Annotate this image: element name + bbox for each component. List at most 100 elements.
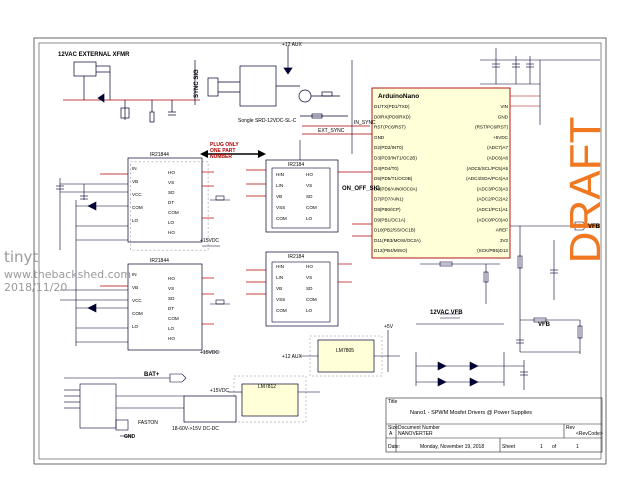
driver-pin: LO [132, 324, 139, 329]
driver-pin: VCC [132, 298, 142, 303]
driver-pin: HIN [276, 264, 284, 269]
title-text: Nano1 - SPWM Mosfet Drivers @ Power Supp… [410, 410, 533, 416]
aux-label-top: +12 AUX [282, 42, 303, 48]
driver-pin: SD [306, 286, 313, 291]
driver-u5 [265, 251, 339, 327]
driver-pin: VB [132, 179, 138, 184]
sheet-label: Sheet [502, 444, 516, 450]
driver-pin: HO [168, 230, 175, 235]
lm7812-label: LM7812 [258, 384, 276, 390]
vfb-label-2: VFB [538, 322, 551, 328]
on-off-label: ON_OFF_SIG [342, 186, 380, 192]
driver-pin: LIN [276, 183, 283, 188]
driver-pin: COM [306, 297, 317, 302]
sync-sig-label: SYNC SIG [194, 69, 200, 98]
driver-pin: COM [276, 308, 287, 313]
arduino-left-pin: D12(PB4/MISO) [374, 248, 408, 253]
arduino-left-pin: D9(PB1/OC1A) [374, 217, 406, 222]
arduino-right-pin: (ADC7)A7 [487, 145, 508, 150]
driver-pin: HO [168, 336, 175, 341]
size-value: A [389, 431, 393, 437]
arduino-right-pin: 3V3 [500, 238, 509, 243]
arduino-right-pin: VIN [500, 104, 508, 109]
driver-pins: INVBVCCCOMLOINVBVCCCOMLOHINLINVBVSSCOMHI… [132, 166, 317, 341]
arduino-left-pin: D3(PD3/INT1/OC2B) [374, 156, 417, 161]
top-right-caps [480, 48, 540, 85]
driver-pin: VB [132, 285, 138, 290]
driver-pin: VS [168, 286, 174, 291]
watermark-url: www.thebackshed.com [4, 268, 132, 281]
arduino-right-pin: (ADC2/PC2)A2 [477, 197, 509, 202]
arduino-left-pin: GND [374, 135, 385, 140]
driver-pin: VB [276, 194, 282, 199]
arduino-nano [351, 59, 600, 259]
power-rails [202, 140, 301, 353]
arduino-right-pin: GND [498, 114, 509, 119]
arduino-right-pin: +5VDC [493, 135, 509, 140]
plug-arrow [200, 150, 266, 158]
of-label: of [552, 444, 557, 450]
driver-pin: VS [168, 180, 174, 185]
inner-border [38, 42, 602, 460]
driver-pin: VS [306, 183, 312, 188]
driver-pin: LO [168, 220, 175, 225]
docnum-label: Document Number [398, 425, 440, 431]
driver-pin: IN [132, 272, 137, 277]
title-block-frame [385, 397, 603, 453]
arduino-title: ArduinoNano [378, 93, 419, 100]
driver-pin: DT [168, 306, 174, 311]
driver-pin: LO [168, 326, 175, 331]
arduino-right-pin: (ADC3/PC3)A3 [477, 186, 509, 191]
arduino-left-pin: D0/RX(PD0/RXD) [374, 114, 411, 119]
lm7812 [228, 375, 320, 423]
arduino-left-pin: D2(PD2/INT0) [374, 145, 404, 150]
driver-pin: LO [306, 308, 313, 313]
docnum-value: NANOVERTER [398, 431, 433, 437]
date-label: Date: [388, 444, 400, 450]
driver-pin: COM [168, 316, 179, 321]
driver-pin: COM [132, 205, 143, 210]
faston-label: FASTON [138, 420, 158, 426]
v15-label-u4: +15VDC [200, 350, 219, 356]
arduino-left-pin: D7(PD7/AIN1) [374, 197, 404, 202]
driver-pin: DT [168, 200, 174, 205]
rev-label: Rev [566, 425, 575, 431]
arduino-left-pin: D5(PD5/T1/OC0B) [374, 176, 413, 181]
arduino-right-pin: (ADC6)A6 [487, 156, 508, 161]
driver-pin: COM [306, 205, 317, 210]
date-value: Monday, November 19, 2018 [420, 444, 485, 450]
in-sync-label: IN_SYNC [354, 120, 376, 126]
arduino-right-pin: (ADC1/PC1)A1 [477, 207, 509, 212]
vfb-label: VFB [588, 224, 601, 230]
u3-label: IR2184 [288, 162, 304, 168]
driver-pin: HO [306, 264, 313, 269]
driver-pin: HO [306, 172, 313, 177]
left-drive-circuits [56, 178, 128, 346]
watermark-date: 2018/11/20 [4, 281, 68, 294]
bridge-rectifier [415, 313, 528, 390]
signal-wires [100, 169, 372, 325]
arduino-right-pin: (ADC5/SCL/PC5)A5 [467, 166, 509, 171]
v15-label: +15VDC [210, 388, 229, 394]
draft-stamp: DRAFT [561, 117, 610, 264]
xfmr-section [63, 60, 200, 123]
driver-pin: HO [168, 276, 175, 281]
arduino-left-pin: D4(PD4/T0) [374, 166, 399, 171]
size-label: Size [388, 425, 398, 431]
relay-label: Songle SRD-12VDC-SL-C [238, 118, 297, 124]
driver-pin: HIN [276, 172, 284, 177]
driver-pin: VSS [276, 205, 285, 210]
arduino-right-pin: (ADC0/PC0)A0 [477, 217, 509, 222]
driver-pin: LO [306, 216, 313, 221]
driver-pin: COM [276, 216, 287, 221]
driver-pin: SD [168, 296, 175, 301]
driver-u2 [127, 157, 209, 251]
rev-value: <RevCode> [576, 431, 603, 437]
arduino-left-pin: D10(PB2/SS/OC1B) [374, 228, 416, 233]
driver-pin: VCC [132, 192, 142, 197]
driver-pin: SD [168, 190, 175, 195]
vfb-section [420, 226, 583, 354]
driver-pin: VS [306, 275, 312, 280]
of-value: 1 [576, 444, 579, 450]
